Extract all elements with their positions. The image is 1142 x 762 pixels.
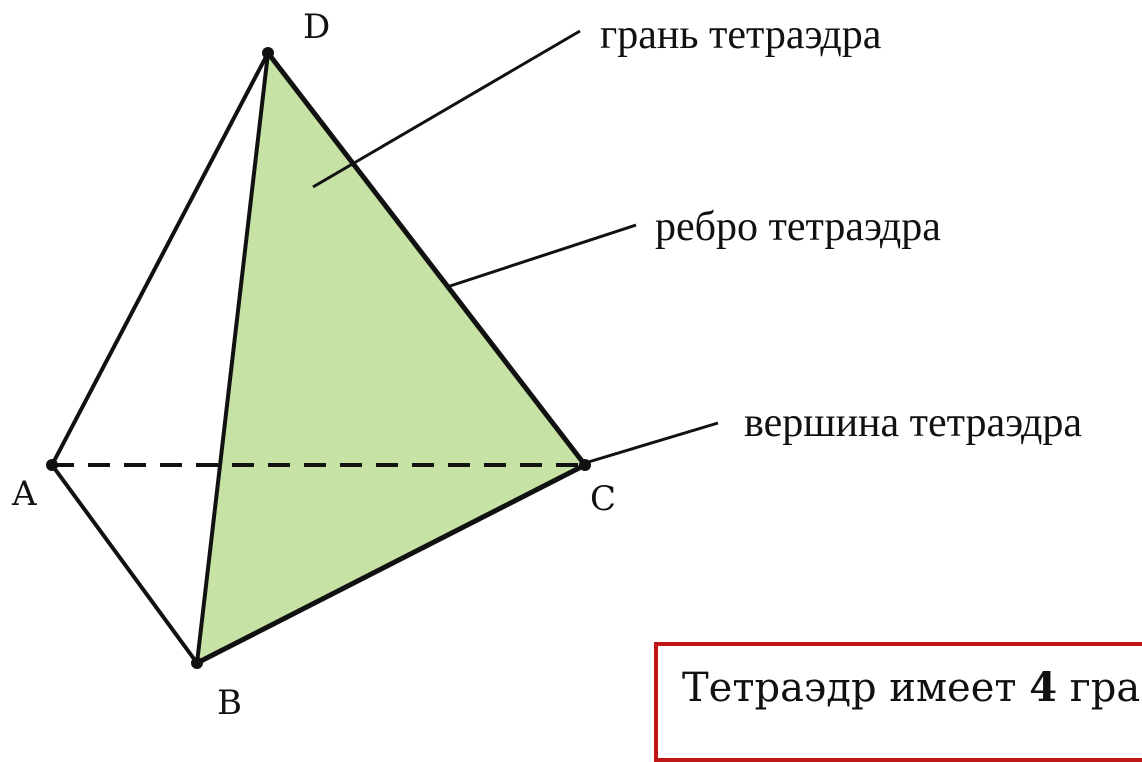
vertex-label-b: B bbox=[217, 683, 242, 721]
edge-ab bbox=[50, 463, 199, 665]
vertex-label-a: A bbox=[11, 474, 37, 514]
callout-edge: ребро тетраэдра bbox=[655, 204, 941, 250]
edge-dc bbox=[266, 51, 587, 467]
info-box: Тетраэдр имеет 4 гра bbox=[654, 642, 1142, 762]
vertex-label-d: D bbox=[303, 7, 330, 47]
vertex-point-b bbox=[191, 657, 203, 669]
edge-bc bbox=[195, 462, 587, 666]
vertex-label-c: C bbox=[590, 479, 616, 519]
info-count: 4 bbox=[1029, 664, 1058, 711]
callout-face: грань тетраэдра bbox=[600, 12, 882, 58]
leader-edge bbox=[449, 223, 637, 288]
tetrahedron-diagram: A B C D грань тетраэдра ребро тетраэдра … bbox=[11, 7, 1082, 721]
vertex-point-d bbox=[262, 47, 274, 59]
info-prefix: Тетраэдр имеет bbox=[682, 665, 1030, 711]
leader-face bbox=[312, 29, 581, 189]
edge-bd bbox=[195, 52, 270, 664]
face-bcd bbox=[197, 53, 585, 663]
info-suffix: гра bbox=[1057, 665, 1141, 711]
info-text: Тетраэдр имеет 4 гра bbox=[682, 664, 1140, 711]
callout-vertex: вершина тетраэдра bbox=[744, 400, 1082, 446]
leader-vertex bbox=[584, 421, 719, 465]
vertex-point-a bbox=[46, 459, 58, 471]
edge-ad bbox=[50, 52, 270, 466]
